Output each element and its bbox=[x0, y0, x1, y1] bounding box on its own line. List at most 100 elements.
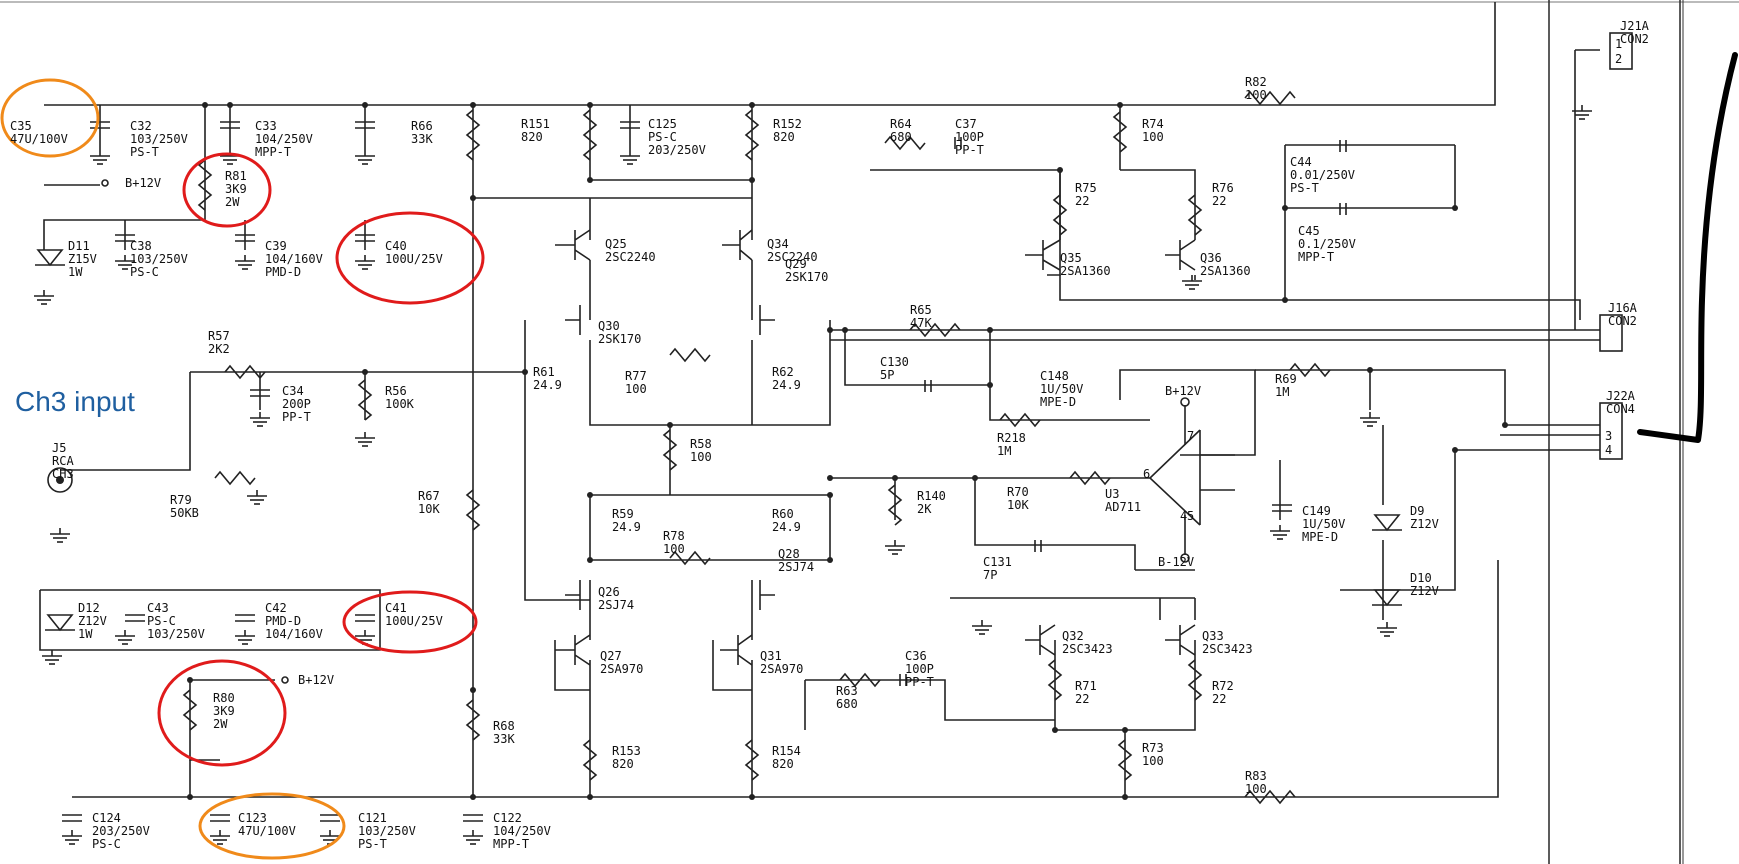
highlight-marks bbox=[0, 78, 485, 860]
label-b12b: B+12V bbox=[1165, 384, 1201, 398]
wiring bbox=[39, 49, 1600, 797]
hand-drawn-marker-line bbox=[1637, 52, 1738, 443]
label-b12c: B+12V bbox=[298, 673, 334, 687]
pin-p6: 6 bbox=[1143, 467, 1150, 481]
transistor-symbols bbox=[555, 229, 1196, 666]
pin-p4: 4 bbox=[1605, 443, 1612, 457]
ch3-input-label: Ch3 input bbox=[15, 386, 135, 417]
pin-p2: 2 bbox=[1615, 52, 1622, 66]
junctions bbox=[187, 102, 1508, 800]
pin-p4b: 4 bbox=[1180, 509, 1187, 523]
pin-p3: 3 bbox=[1605, 429, 1612, 443]
red-highlight-r80 bbox=[157, 659, 287, 767]
zener-diodes bbox=[35, 249, 1402, 632]
red-highlight-c41 bbox=[342, 590, 478, 654]
supply-rails bbox=[44, 2, 1499, 798]
orange-highlight-c123 bbox=[198, 792, 346, 860]
pin-p7: 7 bbox=[1187, 429, 1194, 443]
capacitor-symbols bbox=[62, 121, 1347, 822]
connectors bbox=[47, 32, 1633, 684]
pin-p5: 5 bbox=[1187, 509, 1194, 523]
orange-highlight-c35 bbox=[0, 78, 100, 158]
red-highlight-c40 bbox=[335, 211, 485, 305]
resistor-symbols bbox=[182, 90, 1331, 805]
opamp-u3 bbox=[1148, 397, 1235, 563]
label-b12a: B+12V bbox=[125, 176, 161, 190]
